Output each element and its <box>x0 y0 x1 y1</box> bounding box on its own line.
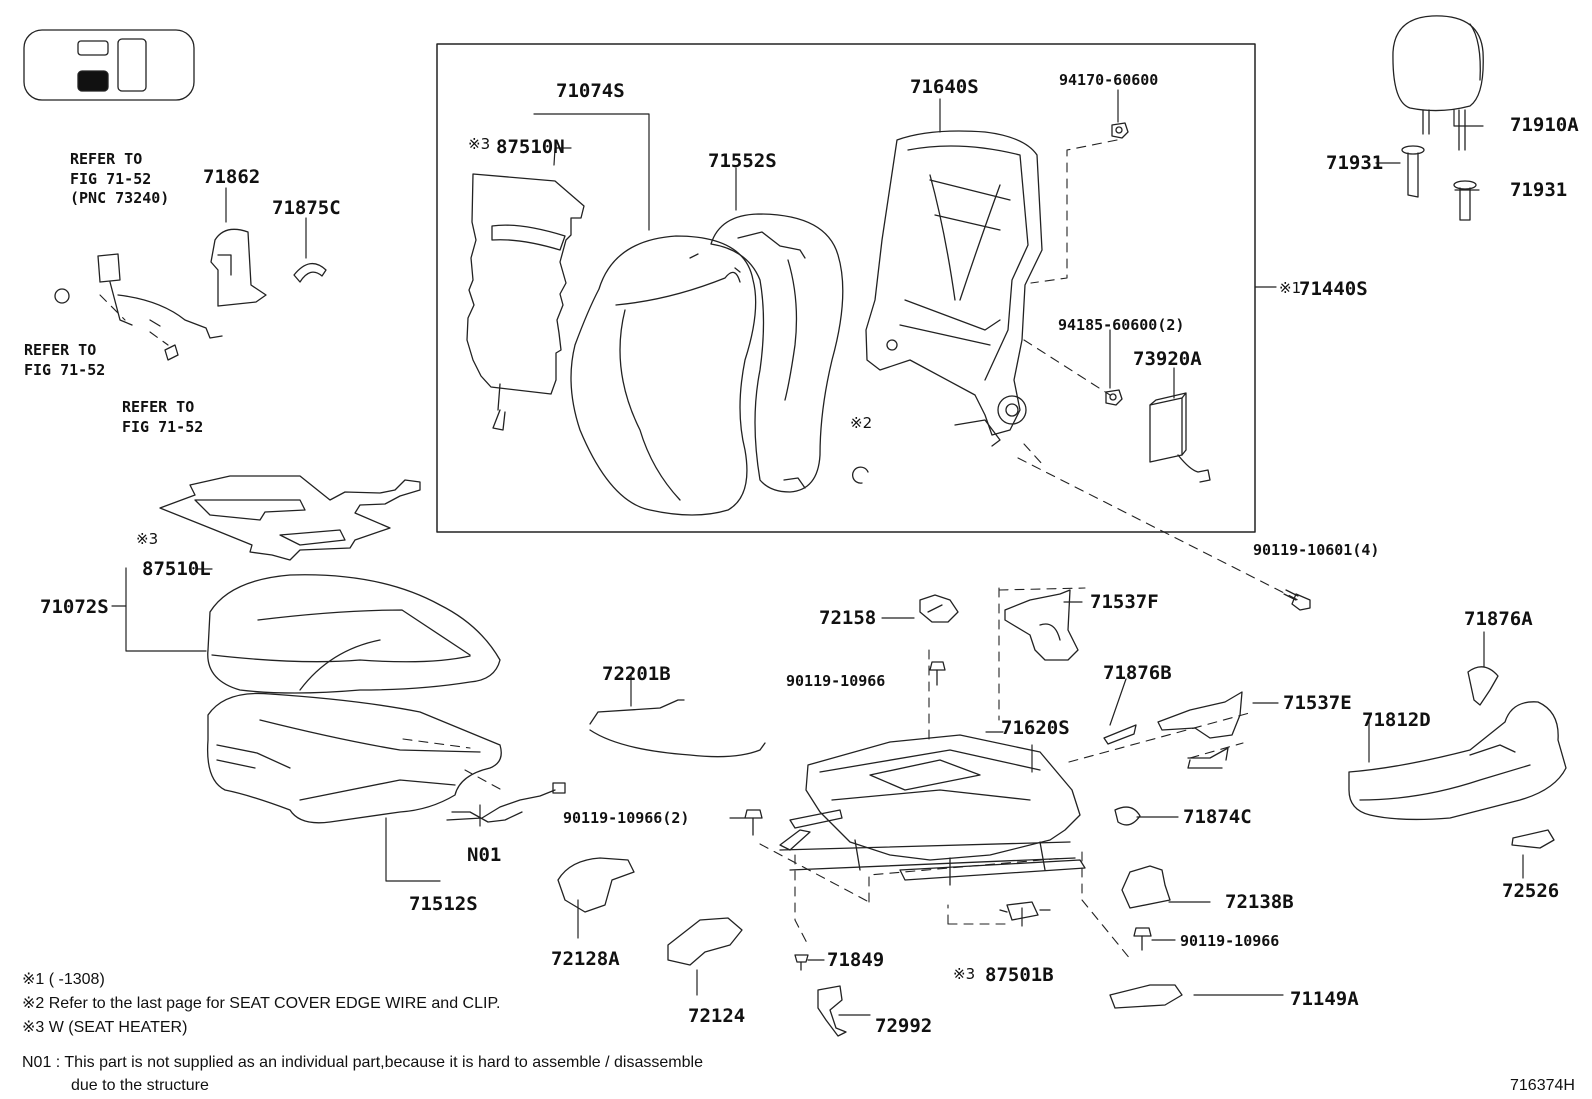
recliner-71537E <box>1158 692 1242 768</box>
seatback-assembly-frame <box>437 44 1255 532</box>
cover-71875C <box>294 264 326 282</box>
headrest-71910A <box>1393 16 1483 150</box>
belt-refer-bottom-note: REFER TO FIG 71-52 <box>122 398 204 436</box>
footnote-n01-line2: due to the structure <box>71 1077 209 1094</box>
part-number-94170-60600: 94170-60600 <box>1059 71 1159 89</box>
part-number-71552S: 71552S <box>708 150 777 172</box>
mark-87501B: ※3 <box>953 965 976 983</box>
footnote-n01-line1: N01 : This part is not supplied as an in… <box>22 1054 703 1071</box>
seatback-pad-71552S <box>711 214 843 492</box>
part-number-71931-right: 71931 <box>1510 179 1568 201</box>
part-number-94185-60600: 94185-60600(2) <box>1058 316 1185 334</box>
cover-71876B <box>1104 725 1136 744</box>
seatback-heater-mat-87510N <box>467 174 584 430</box>
assembly-dashed-lines <box>100 140 1298 960</box>
mark-87510L: ※3 <box>136 530 159 548</box>
seat-cushion-cover-71072S <box>208 575 500 693</box>
part-number-71440S: 71440S <box>1299 278 1368 300</box>
seatback-frame-71640S <box>866 131 1042 446</box>
bolt-90119-10966-pair-icon <box>745 810 762 835</box>
part-number-72526: 72526 <box>1502 880 1560 902</box>
mark-71440S: ※1 <box>1279 279 1302 297</box>
recliner-71537F <box>1005 590 1078 660</box>
bracket-72158 <box>920 595 958 622</box>
leader-lines <box>112 90 1523 1015</box>
part-number-71149A: 71149A <box>1290 988 1359 1010</box>
part-number-72124: 72124 <box>688 1005 746 1027</box>
part-number-71812D: 71812D <box>1362 709 1431 731</box>
headrest-guide-71931-right <box>1454 181 1476 220</box>
part-number-90119-10966-pair: 90119-10966(2) <box>563 809 690 827</box>
cover-71149A <box>1110 985 1182 1008</box>
belt-refer-left-note: REFER TO FIG 71-52 <box>24 341 106 379</box>
cover-72128A <box>558 858 634 912</box>
part-number-72138B: 72138B <box>1225 891 1294 913</box>
cover-72124 <box>668 918 742 965</box>
bolt-90119-10601-icon <box>1284 590 1310 610</box>
part-number-90119-10601: 90119-10601(4) <box>1253 541 1380 559</box>
bracket-72138B <box>1122 866 1170 908</box>
seat-belt-buckle <box>55 254 222 360</box>
part-number-71537E: 71537E <box>1283 692 1352 714</box>
part-number-72992: 72992 <box>875 1015 933 1037</box>
part-number-73920A: 73920A <box>1133 348 1202 370</box>
part-number-71874C: 71874C <box>1183 806 1252 828</box>
part-number-71849: 71849 <box>827 949 885 971</box>
screw-71849-icon <box>795 955 808 970</box>
footnote-3: ※3 W (SEAT HEATER) <box>22 1019 188 1036</box>
mark-87510N: ※3 <box>468 135 491 153</box>
seatback-cover-71074S <box>571 236 756 515</box>
seat-track-rails <box>780 810 842 850</box>
part-number-N01: N01 <box>467 844 502 866</box>
part-number-87501B: 87501B <box>985 964 1054 986</box>
part-number-72158: 72158 <box>819 607 877 629</box>
part-number-90119-10966-bottom: 90119-10966 <box>1180 932 1280 950</box>
nut-94185-60600-icon <box>1106 390 1122 405</box>
mark-cover-edge-wire: ※2 <box>850 414 873 432</box>
part-number-71512S: 71512S <box>409 893 478 915</box>
footnote-1: ※1 ( -1308) <box>22 971 105 988</box>
part-number-71640S: 71640S <box>910 76 979 98</box>
heater-connector-87501B <box>1000 902 1050 920</box>
part-number-71620S: 71620S <box>1001 717 1070 739</box>
figure-number: 716374H <box>1510 1077 1575 1094</box>
edge-wire-72201B <box>590 700 765 757</box>
bolt-90119-10966-top-icon <box>930 662 945 685</box>
part-number-71072S: 71072S <box>40 596 109 618</box>
part-number-90119-10966-top: 90119-10966 <box>786 672 886 690</box>
part-number-71074S: 71074S <box>556 80 625 102</box>
part-number-71875C: 71875C <box>272 197 341 219</box>
seat-harness-N01 <box>447 783 565 822</box>
headrest-guide-71931-left <box>1402 146 1424 197</box>
footnote-2: ※2 Refer to the last page for SEAT COVER… <box>22 995 501 1012</box>
side-airbag-73920A <box>1150 393 1210 482</box>
part-number-87510N: 87510N <box>496 136 565 158</box>
part-number-71931-left: 71931 <box>1326 152 1384 174</box>
part-number-72201B: 72201B <box>602 663 671 685</box>
seat-side-shield-71812D <box>1349 702 1566 820</box>
cover-71876A <box>1468 667 1498 705</box>
part-number-71910A: 71910A <box>1510 114 1579 136</box>
bolt-90119-10966-bottom-icon <box>1134 928 1151 950</box>
part-number-71876A: 71876A <box>1464 608 1533 630</box>
belt-refer-top-note: REFER TO FIG 71-52 (PNC 73240) <box>70 150 170 207</box>
part-number-72128A: 72128A <box>551 948 620 970</box>
part-number-71862: 71862 <box>203 166 261 188</box>
seat-frame-71620S <box>780 735 1085 885</box>
part-number-87510L: 87510L <box>142 558 211 580</box>
seat-heater-mat-87510L <box>160 476 420 560</box>
part-number-71876B: 71876B <box>1103 662 1172 684</box>
seat-position-locator-icon <box>24 30 194 100</box>
part-number-71537F: 71537F <box>1090 591 1159 613</box>
cover-71874C <box>1115 807 1140 825</box>
cover-72526 <box>1512 830 1554 848</box>
bracket-72992 <box>818 986 846 1036</box>
cover-clip-ring-icon <box>853 467 868 483</box>
nut-94170-60600-icon <box>1112 123 1128 138</box>
seat-cushion-pad-71512S <box>208 693 502 822</box>
cover-71862 <box>211 229 266 306</box>
